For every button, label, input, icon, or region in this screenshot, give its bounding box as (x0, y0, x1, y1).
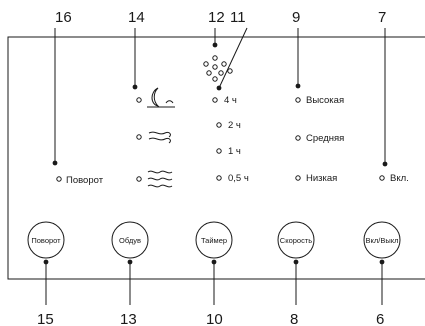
normal-wind-icon (147, 170, 173, 188)
callout-16: 16 (55, 9, 72, 26)
speed-button[interactable]: Скорость (277, 221, 315, 259)
natural-wind-icon (148, 131, 171, 144)
timer-led-4h (212, 97, 218, 103)
rotation-button-label: Поворот (31, 236, 61, 245)
timer-led-2h (216, 122, 222, 128)
rotation-led (56, 176, 62, 182)
speed-label-medium: Средняя (306, 133, 344, 144)
timer-button[interactable]: Таймер (195, 221, 233, 259)
callout-13: 13 (120, 311, 137, 326)
callout-8: 8 (290, 311, 298, 326)
timer-label-05h: 0,5 ч (228, 173, 249, 184)
mode-led-normal (136, 176, 142, 182)
callout-10: 10 (206, 311, 223, 326)
speed-button-label: Скорость (280, 236, 312, 245)
rotation-button[interactable]: Поворот (27, 221, 65, 259)
mode-led-sleep (136, 97, 142, 103)
airflow-button[interactable]: Обдув (111, 221, 149, 259)
led-cluster-icon (203, 55, 233, 82)
speed-led-low (295, 175, 301, 181)
power-indicator: Вкл. (379, 173, 409, 184)
timer-label-4h: 4 ч (224, 95, 237, 106)
airflow-button-label: Обдув (119, 236, 141, 245)
callout-11: 11 (230, 9, 246, 26)
timer-indicators: 4 ч 2 ч 1 ч 0,5 ч (212, 95, 249, 184)
speed-indicators: Высокая Средняя Низкая (295, 95, 344, 184)
rotation-label: Поворот (66, 175, 104, 186)
callout-9: 9 (292, 9, 300, 26)
panel-outline (7, 36, 425, 280)
power-led (379, 175, 385, 181)
timer-label-2h: 2 ч (228, 120, 241, 131)
speed-led-medium (295, 135, 301, 141)
callout-6: 6 (376, 311, 384, 326)
sleep-mode-icon (147, 87, 175, 108)
timer-led-1h (216, 148, 222, 154)
callout-14: 14 (128, 9, 145, 26)
timer-label-1h: 1 ч (228, 146, 241, 157)
power-button-label: Вкл/Выкл (366, 236, 399, 245)
bottom-leader-lines (43, 259, 385, 305)
speed-label-high: Высокая (306, 95, 344, 106)
timer-led-05h (216, 175, 222, 181)
power-label: Вкл. (390, 173, 409, 184)
top-leader-lines (52, 27, 388, 167)
speed-label-low: Низкая (306, 173, 337, 184)
rotation-indicator: Поворот (56, 175, 104, 186)
callout-7: 7 (378, 9, 386, 26)
speed-led-high (295, 97, 301, 103)
power-button[interactable]: Вкл/Выкл (363, 221, 401, 259)
timer-button-label: Таймер (201, 236, 227, 245)
mode-led-natural (136, 134, 142, 140)
callout-15: 15 (37, 311, 54, 326)
callout-12: 12 (208, 9, 225, 26)
mode-indicators (136, 87, 175, 188)
